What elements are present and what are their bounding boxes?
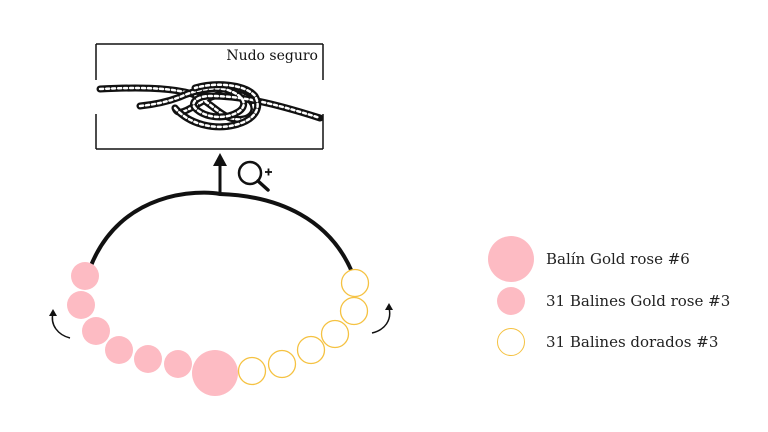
curved-arrow-right-icon xyxy=(371,303,393,334)
knot-illustration-icon xyxy=(96,81,324,131)
bead-small-pink xyxy=(134,345,162,373)
zoom-in-icon xyxy=(237,160,272,192)
curved-arrow-left-icon xyxy=(49,309,71,339)
legend-label: 31 Balines dorados #3 xyxy=(546,333,719,351)
large-pink-bead-icon xyxy=(488,236,534,282)
bead-small-gold xyxy=(320,319,350,349)
arrow-up-icon xyxy=(213,153,227,194)
legend-label: 31 Balines Gold rose #3 xyxy=(546,292,731,310)
knot-box-label: Nudo seguro xyxy=(226,48,318,64)
legend-item-small-pink: 31 Balines Gold rose #3 xyxy=(486,276,730,326)
bead-small-gold xyxy=(296,335,326,365)
legend-item-large-pink: Balín Gold rose #6 xyxy=(486,234,690,284)
bead-small-gold xyxy=(267,349,297,379)
bead-small-pink xyxy=(71,262,99,290)
bead-small-gold xyxy=(339,296,369,326)
bead-small-pink xyxy=(164,350,192,378)
legend-label: Balín Gold rose #6 xyxy=(546,250,690,268)
bead-small-gold xyxy=(340,268,370,298)
cord-arc xyxy=(88,190,354,273)
bead-large-pink xyxy=(192,350,238,396)
bead-small-pink xyxy=(105,336,133,364)
small-pink-bead-icon xyxy=(497,287,525,315)
bead-small-pink xyxy=(67,291,95,319)
bead-small-pink xyxy=(82,317,110,345)
legend-item-small-gold: 31 Balines dorados #3 xyxy=(486,317,718,367)
bead-small-gold xyxy=(237,356,267,386)
knot-box: Nudo seguro xyxy=(95,43,324,150)
bead-strand xyxy=(67,262,370,396)
small-gold-bead-icon xyxy=(497,328,525,356)
